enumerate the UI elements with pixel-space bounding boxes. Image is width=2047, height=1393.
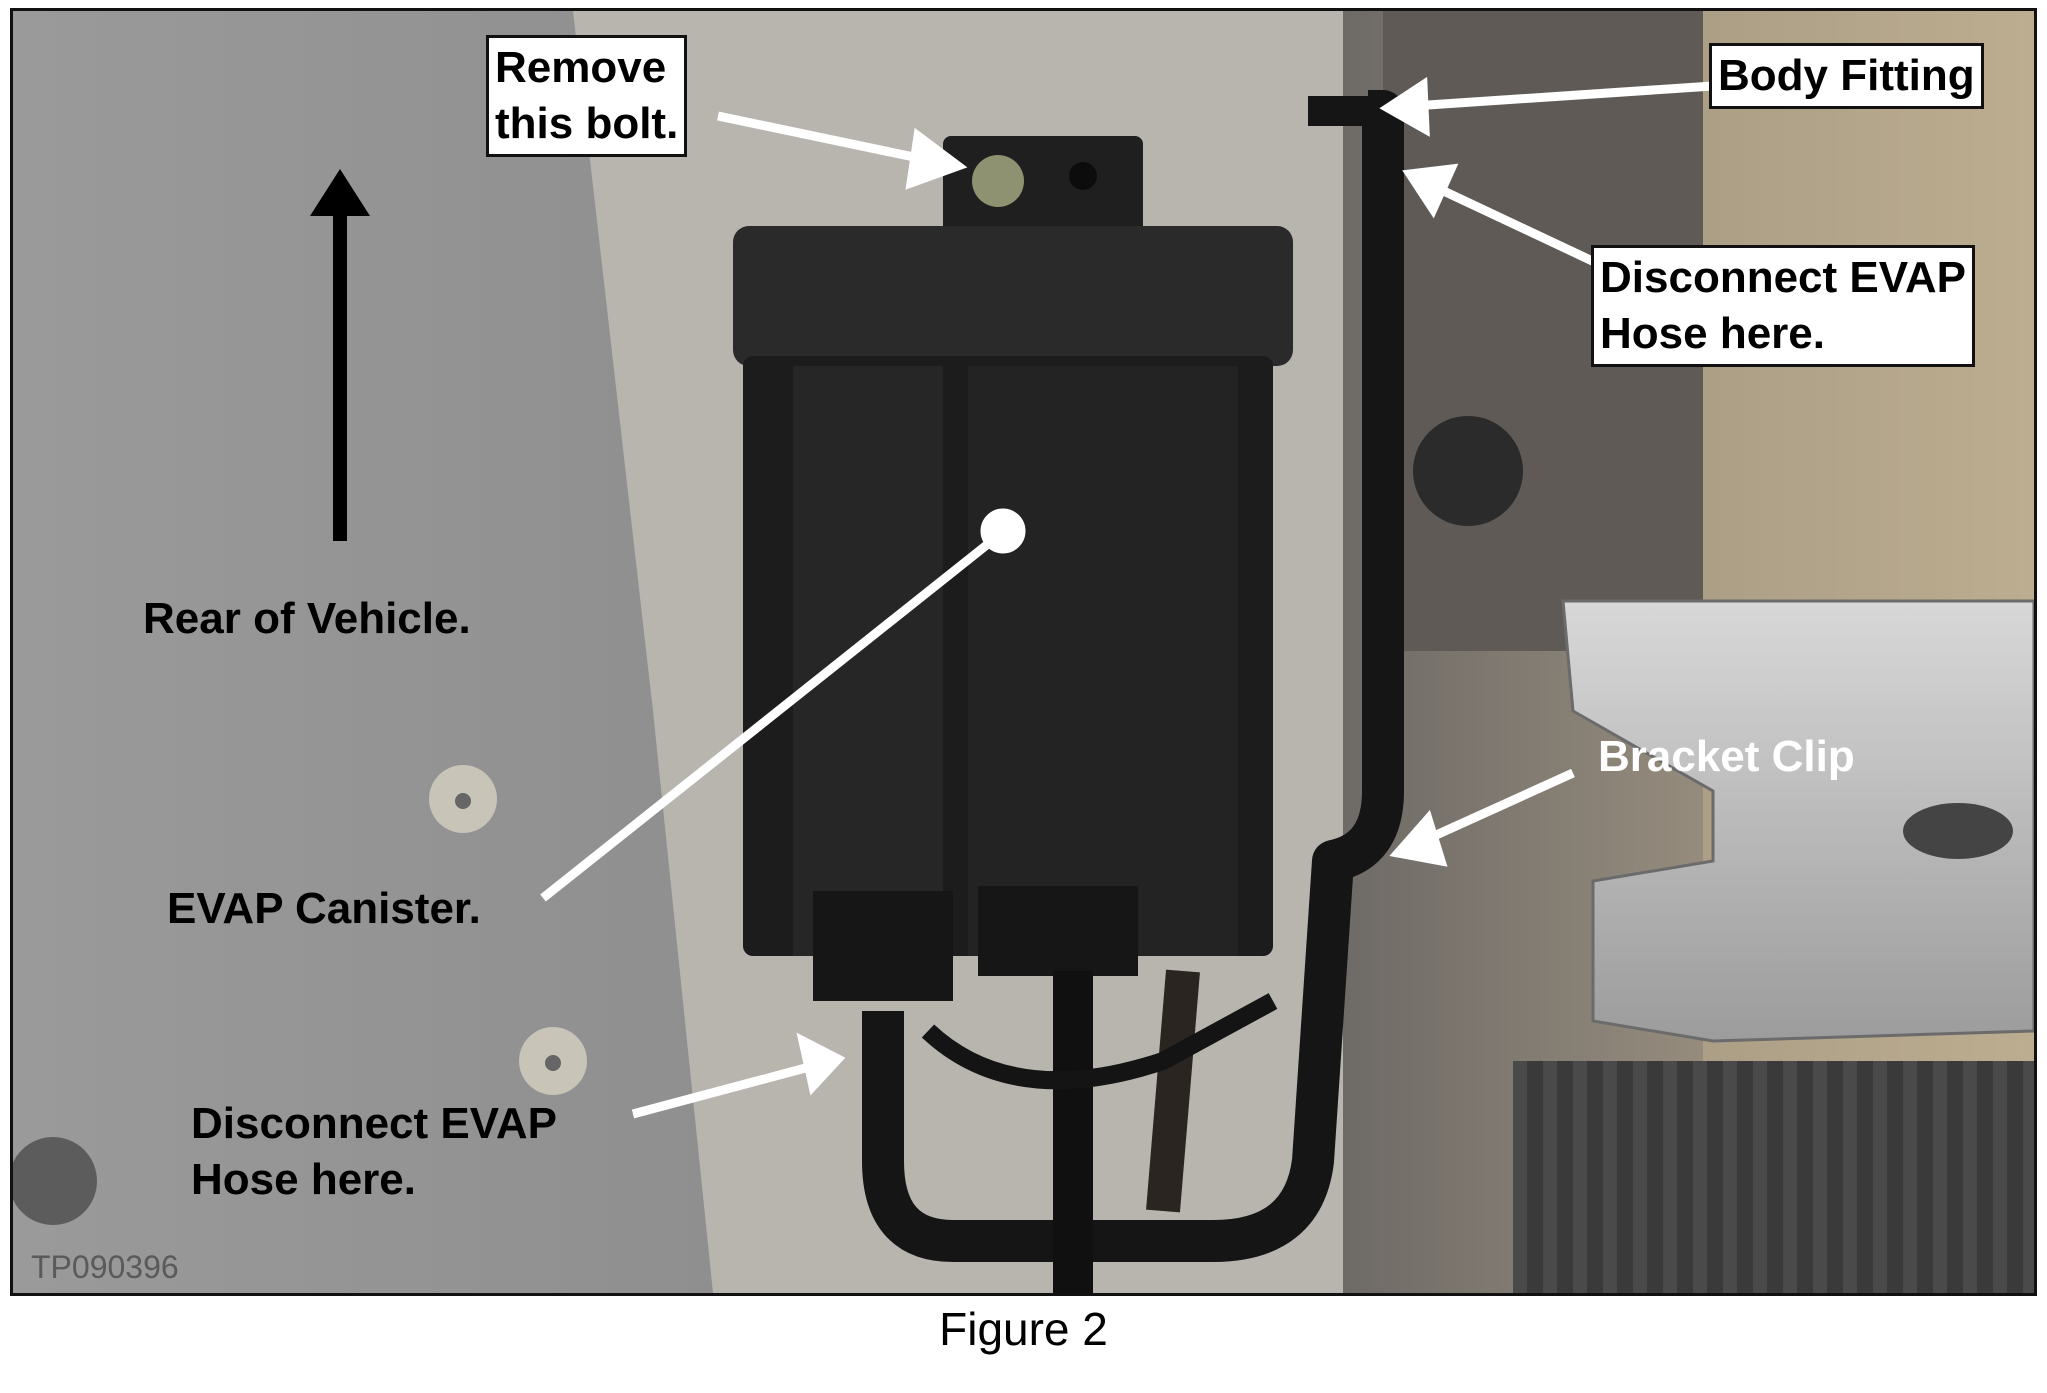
callout-body-fitting: Body Fitting: [1709, 43, 1984, 109]
grommet: [1413, 416, 1523, 526]
mount-bolt: [972, 155, 1024, 207]
callout-disconnect-upper: Disconnect EVAP Hose here.: [1591, 245, 1975, 367]
bracket-slot: [1903, 803, 2013, 859]
callout-remove-bolt-line1: Remove: [495, 43, 667, 92]
label-evap-canister: EVAP Canister.: [167, 884, 481, 933]
figure-caption: Figure 2: [939, 1303, 1108, 1355]
callout-remove-bolt-line2: this bolt.: [495, 99, 679, 148]
tire: [1513, 1061, 2034, 1293]
leader-body-fitting: [1412, 81, 1714, 111]
bracket: [1561, 599, 2034, 1043]
canister-top-grid: [733, 226, 1293, 366]
drain-hole: [13, 1137, 97, 1225]
label-rear-of-vehicle: Rear of Vehicle.: [143, 594, 471, 643]
figure-photo: Remove this bolt. Body Fitting Disconnec…: [10, 8, 2037, 1296]
callout-disconnect-upper-line2: Hose here.: [1600, 309, 1825, 358]
label-bracket-clip: Bracket Clip: [1598, 732, 1855, 781]
callout-remove-bolt: Remove this bolt.: [486, 35, 688, 157]
label-disconnect-lower-line1: Disconnect EVAP: [191, 1099, 557, 1148]
label-disconnect-lower: Disconnect EVAP Hose here.: [191, 1096, 557, 1208]
body-fitting: [1308, 96, 1398, 126]
evap-hose: [862, 90, 1404, 1262]
image-code: TP090396: [31, 1249, 179, 1285]
leader-evap-canister: [540, 532, 1001, 902]
leader-disconnect-lower: [631, 1061, 815, 1119]
callout-body-fitting-text: Body Fitting: [1718, 51, 1975, 100]
callout-disconnect-upper-line1: Disconnect EVAP: [1600, 253, 1966, 302]
leader-disconnect-upper: [1431, 181, 1605, 271]
label-disconnect-lower-line2: Hose here.: [191, 1155, 416, 1204]
leader-bracket-clip: [1421, 768, 1575, 846]
leader-remove-bolt: [717, 111, 934, 166]
